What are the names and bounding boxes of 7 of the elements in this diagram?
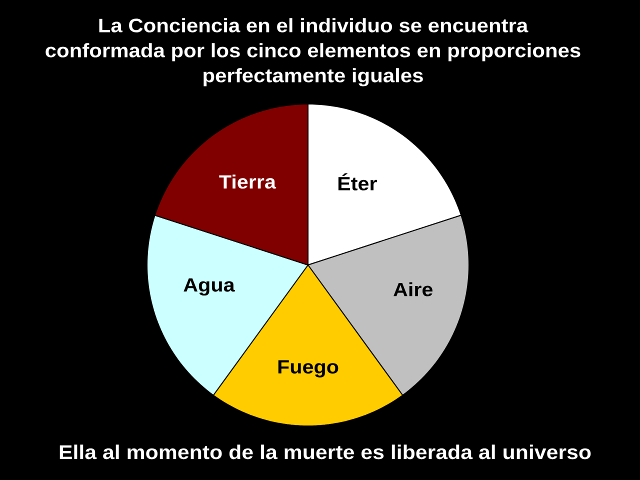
slice-label: Fuego [278, 360, 338, 378]
slice-label: Tierra [219, 174, 276, 189]
title: La Conciencia en el individuo se encuentra conformada por los cinco elementos en proporciones perfectamente iguales [46, 18, 580, 86]
slice-label: Aire [394, 282, 432, 296]
slice-label: Agua [184, 278, 235, 296]
slice-label: Éter [338, 173, 377, 190]
caption: Ella al momento de la muerte es liberada al universo [60, 444, 591, 460]
